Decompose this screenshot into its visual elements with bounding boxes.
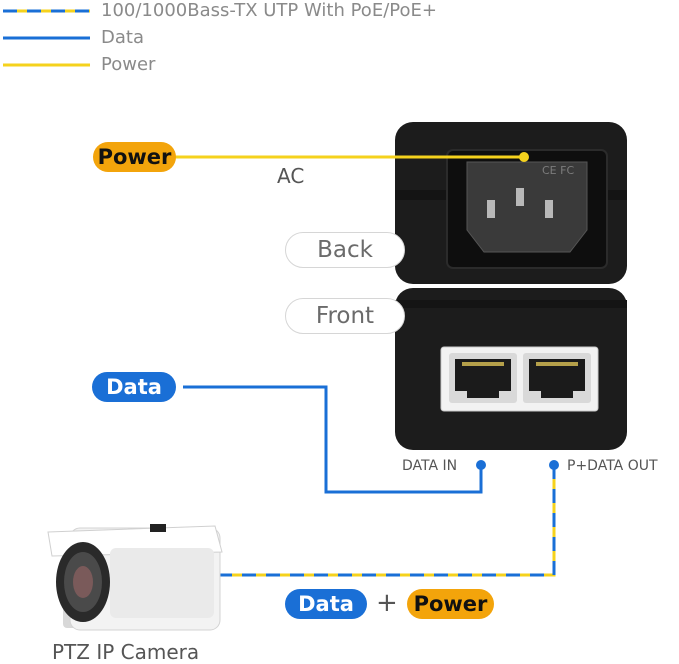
front-label: Front bbox=[285, 298, 405, 334]
legend-label-mixed: 100/1000Bass-TX UTP With PoE/PoE+ bbox=[101, 0, 437, 21]
rj45-port-left bbox=[449, 353, 517, 403]
camera-label: PTZ IP Camera bbox=[52, 640, 200, 664]
legend-label-power: Power bbox=[101, 54, 156, 75]
data-badge: Data bbox=[92, 372, 176, 402]
bottom-power-badge: Power bbox=[407, 589, 494, 619]
socket-marks: CE FC bbox=[542, 164, 575, 177]
power-badge: Power bbox=[93, 142, 176, 172]
data-in-label: DATA IN bbox=[402, 458, 458, 474]
poe-line bbox=[218, 465, 556, 577]
rj45-port-right bbox=[523, 353, 591, 403]
data-out-endpoint bbox=[549, 460, 559, 470]
bottom-data-badge: Data bbox=[285, 589, 367, 619]
ptz-ip-camera bbox=[47, 524, 223, 631]
data-line bbox=[183, 385, 483, 494]
legend-label-data: Data bbox=[101, 27, 144, 48]
injector-back-unit bbox=[395, 122, 627, 284]
power-line-endpoint bbox=[519, 152, 529, 162]
data-out-label: P+DATA OUT bbox=[567, 458, 658, 474]
data-in-endpoint bbox=[476, 460, 486, 470]
plus-sign: + bbox=[376, 588, 398, 618]
ac-label: AC bbox=[277, 164, 305, 188]
injector-front-unit bbox=[395, 288, 627, 450]
back-label: Back bbox=[285, 232, 405, 268]
